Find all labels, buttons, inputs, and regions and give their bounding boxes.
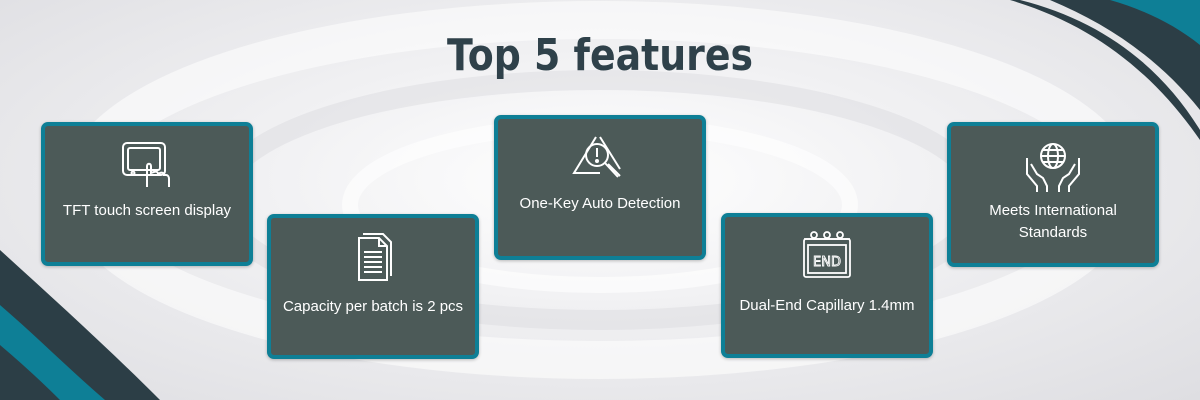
feature-label: Meets International Standards: [989, 202, 1117, 241]
feature-card-capillary: END Dual-End Capillary 1.4mm: [721, 213, 933, 358]
feature-card-standards: Meets International Standards: [947, 122, 1159, 267]
feature-card-auto-detection: One-Key Auto Detection: [494, 115, 706, 260]
documents-icon: [351, 232, 395, 289]
feature-label: One-Key Auto Detection: [519, 195, 681, 212]
feature-label: Dual-End Capillary 1.4mm: [739, 297, 915, 314]
touchscreen-icon: [119, 140, 175, 195]
svg-text:END: END: [813, 255, 841, 270]
feature-label: TFT touch screen display: [62, 202, 232, 219]
end-calendar-icon: END: [800, 231, 854, 284]
warning-search-icon: [570, 133, 630, 190]
page-title: Top 5 features: [446, 30, 754, 81]
feature-card-touchscreen: TFT touch screen display: [41, 122, 253, 266]
feature-label: Capacity per batch is 2 pcs: [282, 298, 464, 315]
globe-hands-icon: [1023, 140, 1083, 199]
feature-card-capacity: Capacity per batch is 2 pcs: [267, 214, 479, 359]
